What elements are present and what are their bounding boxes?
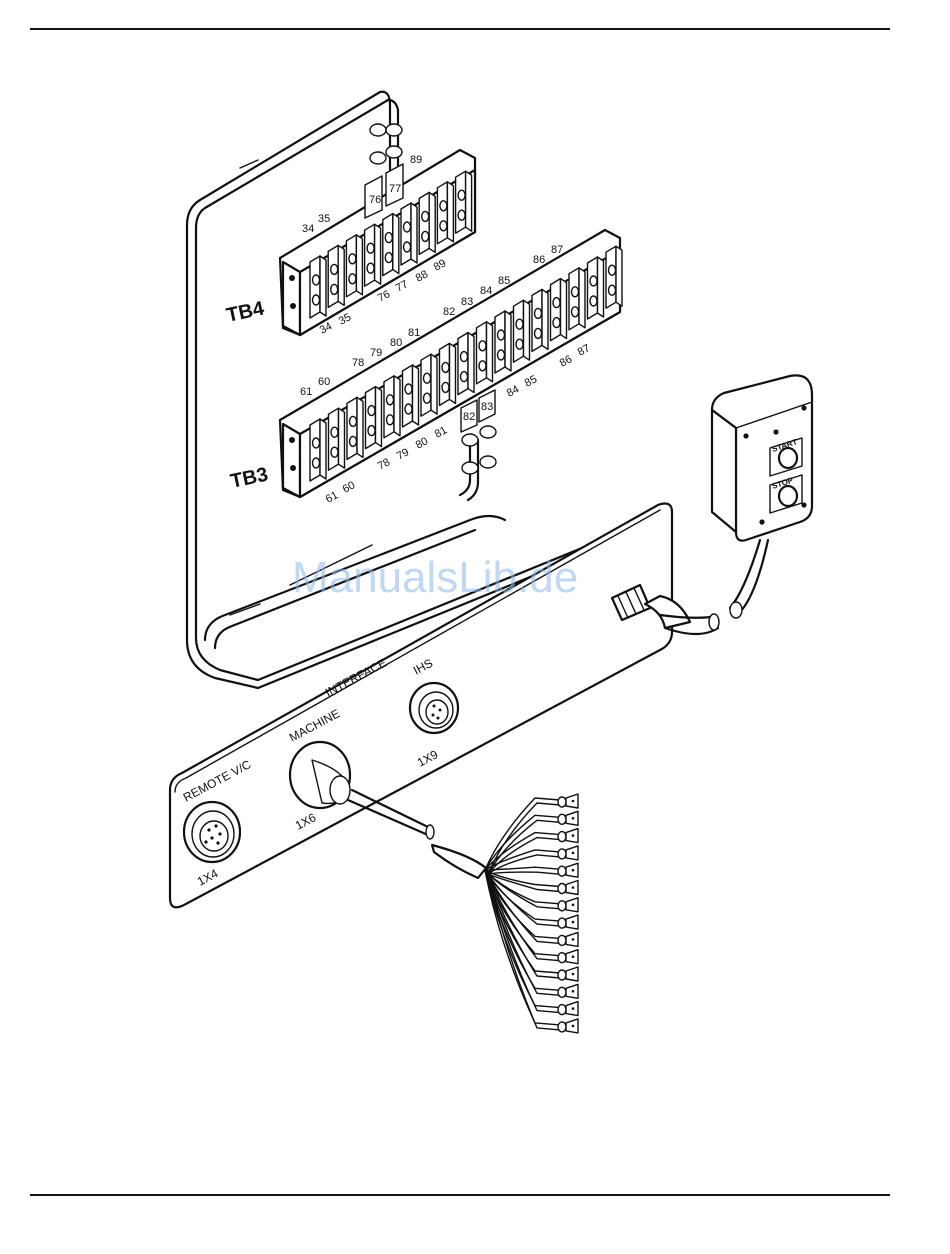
wire-fan-out xyxy=(485,794,578,1033)
tb4-jumper-label: 76 xyxy=(369,194,381,206)
tb3-bottom-label: 87 xyxy=(576,342,592,358)
terminal-segment xyxy=(437,182,453,244)
terminal-segment xyxy=(366,387,382,449)
tb4-bottom-label: 35 xyxy=(337,311,353,327)
tb4-label: TB4 xyxy=(224,297,266,327)
tb3-bottom-label: 86 xyxy=(558,353,574,369)
terminal-segment xyxy=(383,214,399,276)
stop-button xyxy=(779,486,797,506)
tb3-label: TB3 xyxy=(228,464,270,493)
tb3-bottom-label: 85 xyxy=(523,373,539,389)
tb4-bottom-label: 76 xyxy=(376,288,392,304)
terminal-segment xyxy=(346,235,362,297)
terminal-segment xyxy=(477,322,493,384)
tb3-top-label: 81 xyxy=(408,327,420,339)
tb4-top-label: 34 xyxy=(302,223,314,235)
tb3-top-label: 82 xyxy=(443,306,455,318)
tb3-bottom-label: 81 xyxy=(433,424,449,440)
watermark: ManualsLib.de xyxy=(292,553,578,602)
tb3-top-label: 80 xyxy=(390,337,402,349)
terminal-segment xyxy=(569,268,585,330)
tb3-bottom-label: 79 xyxy=(395,446,411,462)
terminal-segment xyxy=(456,171,472,233)
tb3-top-label: 61 xyxy=(300,386,312,398)
terminal-segment xyxy=(419,192,435,254)
tb3-top-label: 85 xyxy=(498,275,510,287)
tb3-top-label: 78 xyxy=(352,357,364,369)
pendant-control-box: START STOP xyxy=(712,375,812,540)
terminal-segment xyxy=(606,246,622,308)
terminal-segment xyxy=(384,376,400,438)
tb4-top-label: 89 xyxy=(410,154,422,166)
terminal-segment xyxy=(310,419,326,481)
terminal-segment xyxy=(588,257,604,319)
terminal-segment xyxy=(401,203,417,265)
tb3-top-label: 83 xyxy=(461,296,473,308)
tb4-bottom-label: 88 xyxy=(414,268,430,284)
terminal-segment xyxy=(551,279,567,341)
terminal-segment xyxy=(310,256,326,318)
terminal-segment xyxy=(403,365,419,427)
tb3-bottom-label: 84 xyxy=(505,383,521,399)
terminal-segment xyxy=(328,245,344,307)
tb3-top-label: 84 xyxy=(480,285,492,297)
tb3-bottom-label: 60 xyxy=(341,479,357,495)
tb3-jumper-label: 83 xyxy=(481,401,493,413)
terminal-segment xyxy=(458,333,474,395)
terminal-segment xyxy=(532,289,548,351)
terminal-segment xyxy=(421,354,437,416)
tb3-bottom-label: 78 xyxy=(376,456,392,472)
terminal-segment xyxy=(365,224,381,286)
terminal-segment xyxy=(514,300,530,362)
tb3-jumper-label: 82 xyxy=(463,411,475,423)
terminal-segment xyxy=(329,408,345,470)
tb3-bottom-label: 61 xyxy=(324,489,340,505)
tb4-bottom-label: 89 xyxy=(432,257,448,273)
tb3-top-label: 60 xyxy=(318,376,330,388)
tb4-bottom-label: 77 xyxy=(394,278,410,294)
tb3-top-label: 79 xyxy=(370,347,382,359)
tb4-top-label: 35 xyxy=(318,213,330,225)
terminal-segment xyxy=(440,343,456,405)
tb3-bottom-label: 80 xyxy=(414,435,430,451)
tb4-jumper-label: 77 xyxy=(389,183,401,195)
tb3-top-label: 87 xyxy=(551,244,563,256)
terminal-segment xyxy=(347,397,363,459)
terminal-segment xyxy=(495,311,511,373)
tb3-top-label: 86 xyxy=(533,254,545,266)
wire-lead xyxy=(485,863,578,877)
